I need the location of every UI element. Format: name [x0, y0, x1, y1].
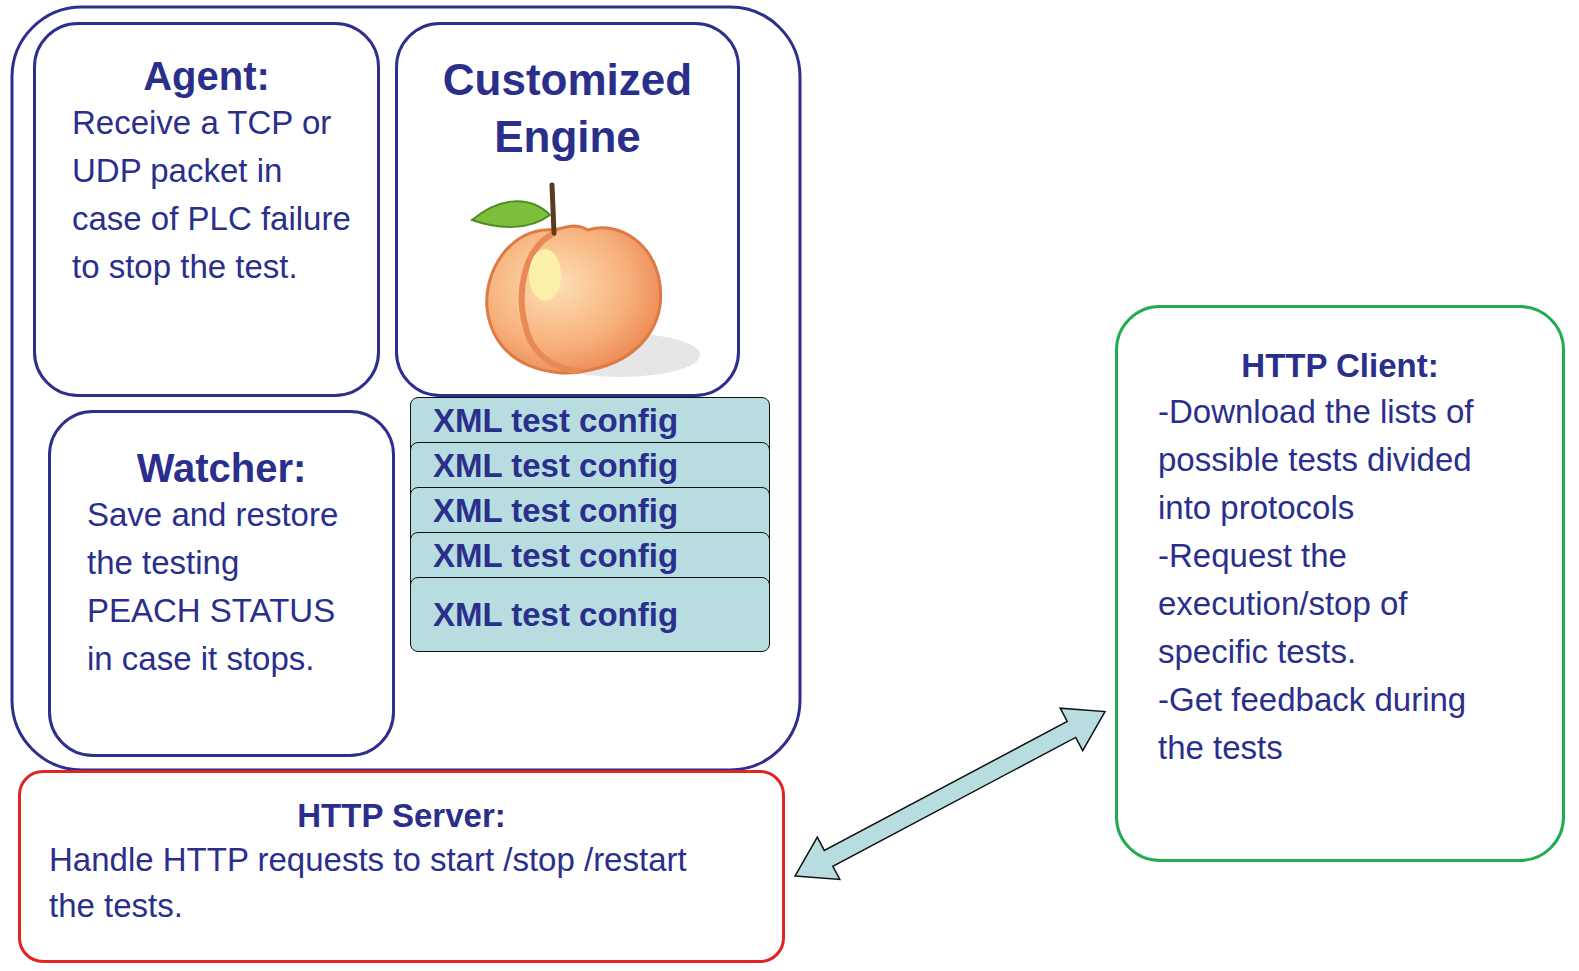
component-box: HTTP Server:Handle HTTP requests to star…: [18, 770, 785, 963]
box-description: Receive a TCP or UDP packet in case of P…: [72, 99, 357, 291]
box-description: Save and restore the testing PEACH STATU…: [87, 491, 362, 683]
component-box: Customized Engine: [395, 22, 740, 397]
component-box: HTTP Client:-Download the lists of possi…: [1115, 305, 1565, 862]
box-heading: HTTP Client:: [1118, 344, 1562, 388]
box-description: -Download the lists of possible tests di…: [1158, 388, 1508, 532]
config-label: XML test config: [433, 596, 769, 634]
component-box: Watcher:Save and restore the testing PEA…: [48, 410, 395, 757]
box-description: -Get feedback during the tests: [1158, 676, 1508, 772]
config-label: XML test config: [433, 447, 769, 485]
box-heading: Watcher:: [51, 445, 392, 491]
config-label: XML test config: [433, 492, 769, 530]
config-label: XML test config: [433, 537, 769, 575]
peach-illustration: [470, 175, 710, 390]
box-heading: Customized Engine: [398, 51, 737, 165]
config-label: XML test config: [433, 402, 769, 440]
double-arrow: [795, 708, 1105, 879]
config-card: XML test config: [410, 577, 770, 652]
box-heading: HTTP Server:: [21, 795, 782, 837]
component-box: Agent:Receive a TCP or UDP packet in cas…: [33, 22, 380, 397]
system-outline: [12, 7, 800, 770]
box-description: -Request the execution/stop of specific …: [1158, 532, 1508, 676]
box-description: Handle HTTP requests to start /stop /res…: [49, 837, 729, 929]
box-heading: Agent:: [36, 53, 377, 99]
